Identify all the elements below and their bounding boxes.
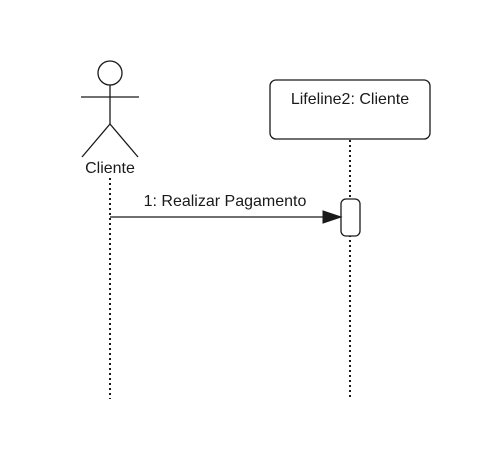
message-arrow[interactable]: [110, 210, 343, 224]
lifeline-header[interactable]: Lifeline2: Cliente: [269, 79, 431, 140]
actor-figure[interactable]: [81, 60, 139, 158]
lifeline-label: Lifeline2: Cliente: [291, 91, 409, 108]
actor-label: Cliente: [85, 160, 135, 177]
activation-bar[interactable]: [340, 198, 361, 237]
lifeline-box: [269, 79, 431, 140]
actor-left-leg: [81, 123, 111, 158]
arrowhead-icon: [322, 210, 343, 224]
actor-right-leg: [109, 123, 139, 158]
message-label: 1: Realizar Pagamento: [144, 193, 307, 210]
actor-head: [97, 60, 123, 86]
